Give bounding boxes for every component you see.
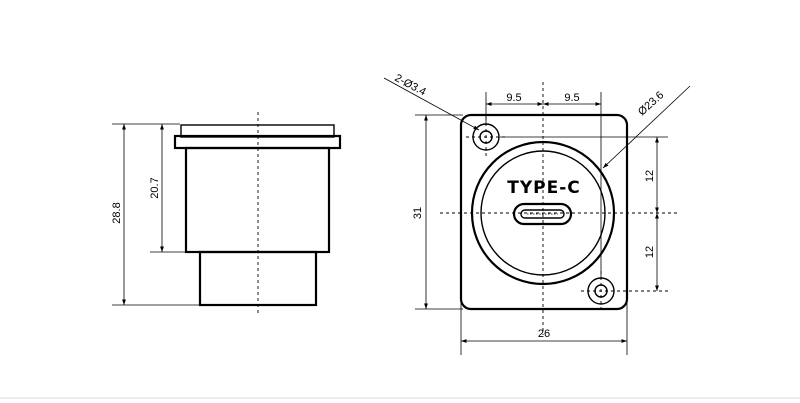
dim-text-9-5-left: 9.5 <box>506 92 521 104</box>
side-view: 28.8 20.7 <box>111 112 342 315</box>
usb-c-port-inner <box>520 209 565 219</box>
leader-ring-diameter <box>602 85 691 169</box>
side-body <box>184 146 331 254</box>
hole-spec-label: 2-Ø3.4 <box>393 72 428 98</box>
dim-text-31: 31 <box>412 207 424 219</box>
usb-c-port-outer <box>512 202 573 226</box>
side-rear-cap <box>198 250 318 307</box>
dim-text-26: 26 <box>538 328 550 340</box>
dim-text-20-7: 20.7 <box>149 177 161 198</box>
leader-hole-spec <box>383 77 480 131</box>
front-flange <box>459 113 629 311</box>
ring-diameter-label: Ø23.6 <box>636 89 666 118</box>
dim-text-12-bottom: 12 <box>644 246 656 258</box>
dim-text-9-5-right: 9.5 <box>564 92 579 104</box>
dim-text-28-8: 28.8 <box>111 202 123 223</box>
front-view: TYPE-C 9.5 9.5 2-Ø3.4 Ø23.6 12 12 31 <box>383 72 691 355</box>
side-flange-plate <box>173 134 342 150</box>
dim-text-12-top: 12 <box>644 170 656 182</box>
type-c-label: TYPE-C <box>507 178 581 198</box>
